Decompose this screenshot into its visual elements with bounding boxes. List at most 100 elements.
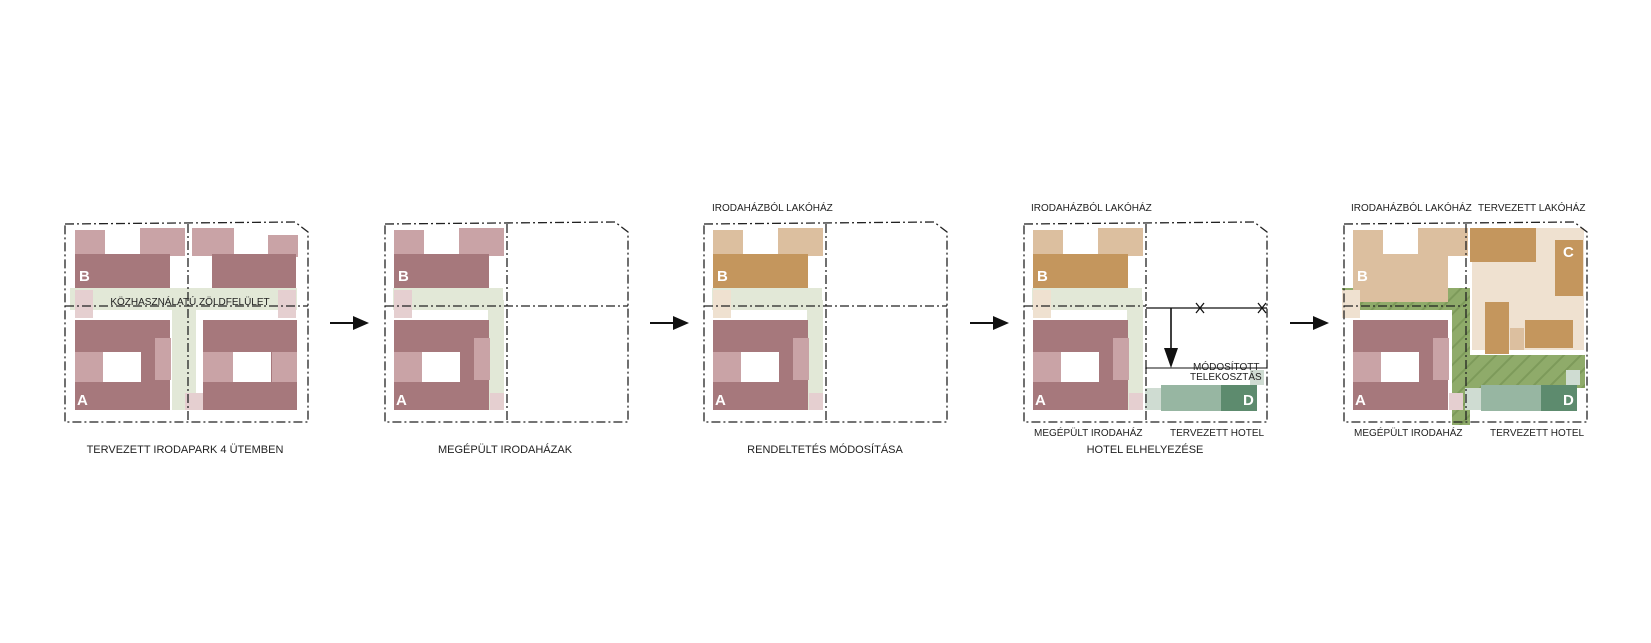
building-pale <box>278 290 296 318</box>
building-light <box>474 338 490 380</box>
building-light <box>394 352 422 382</box>
hotel-d <box>1221 385 1257 411</box>
building-letter-b: B <box>717 268 728 285</box>
step-arrow <box>330 316 369 330</box>
building-light <box>75 230 105 256</box>
hotel-pale <box>1566 370 1580 385</box>
x-mark <box>1195 302 1267 314</box>
building-letter-d: D <box>1563 392 1574 409</box>
site-boundary <box>703 221 948 423</box>
residential-light <box>1033 230 1063 256</box>
building-letter-a: A <box>1355 392 1366 409</box>
panel-caption: MEGÉPÜLT IRODAHÁZAK <box>438 443 573 456</box>
residential-c <box>1470 228 1536 262</box>
green-space-horizontal <box>393 288 503 310</box>
residential-light <box>1418 228 1468 256</box>
bottom-label-right: TERVEZETT HOTEL <box>1490 428 1585 439</box>
green-space-horizontal <box>70 288 297 310</box>
building-pale <box>394 290 412 318</box>
green-space-vertical <box>172 300 196 410</box>
building-light <box>459 228 504 256</box>
residential-pale <box>1342 290 1360 318</box>
hotel-light <box>1481 385 1541 411</box>
modified-plot-boundary <box>1145 367 1267 372</box>
site-boundary <box>64 221 309 423</box>
building-light <box>272 352 297 382</box>
panel-4: IRODAHÁZBÓL LAKÓHÁZ MÓDOSÍTOTT TELEKOSZT… <box>1023 201 1268 456</box>
courtyard <box>233 352 271 382</box>
bottom-label-left: MEGÉPÜLT IRODAHÁZ <box>1354 426 1463 439</box>
residential-b <box>1353 254 1448 302</box>
green-space-vertical <box>807 300 823 410</box>
green-space-label: KÖZHASZNÁLATÚ ZÖLDFELÜLET <box>110 295 269 308</box>
building-light <box>1433 338 1449 380</box>
building-pale <box>185 393 203 410</box>
top-label: IRODAHÁZBÓL LAKÓHÁZ <box>1031 201 1152 214</box>
building-light <box>192 228 234 256</box>
residential-light <box>1353 230 1383 256</box>
building-pale <box>490 393 504 410</box>
building-letter-b: B <box>1037 268 1048 285</box>
hotel-pale <box>1145 388 1161 410</box>
hotel-pale <box>1250 370 1264 385</box>
courtyard <box>1381 352 1419 382</box>
panel-1: KÖZHASZNÁLATÚ ZÖLDFELÜLET B A TERVEZETT … <box>64 221 309 456</box>
step-arrow <box>970 316 1009 330</box>
building-light <box>155 338 171 380</box>
hotel-pale <box>1465 388 1481 410</box>
building-light <box>394 230 424 256</box>
building-light <box>140 228 185 256</box>
building-letter-d: D <box>1243 392 1254 409</box>
step-arrow <box>650 316 689 330</box>
site-boundary <box>1343 221 1588 423</box>
courtyard <box>1061 352 1099 382</box>
top-label-left: IRODAHÁZBÓL LAKÓHÁZ <box>1351 201 1472 214</box>
courtyard <box>103 352 141 382</box>
residential-light <box>1098 228 1143 256</box>
building-light <box>793 338 809 380</box>
panel-5: IRODAHÁZBÓL LAKÓHÁZ TERVEZETT LAKÓHÁZ B … <box>1342 201 1588 439</box>
park-hatched <box>1452 355 1585 388</box>
residential-c <box>1555 240 1583 296</box>
top-label-right: TERVEZETT LAKÓHÁZ <box>1478 201 1585 214</box>
building-letter-b: B <box>79 268 90 285</box>
residential-light <box>1510 328 1524 350</box>
building-light <box>713 352 741 382</box>
residential-pale <box>713 290 731 318</box>
building-letter-a: A <box>715 392 726 409</box>
hotel-light <box>1161 385 1221 411</box>
residential-light <box>778 228 823 256</box>
hotel-d <box>1541 385 1577 411</box>
residential-pale <box>1033 290 1051 318</box>
building-b-2 <box>212 254 296 288</box>
step-arrow <box>1290 316 1329 330</box>
panel-caption: HOTEL ELHELYEZÉSE <box>1087 443 1204 456</box>
panel-caption: RENDELTETÉS MÓDOSÍTÁSA <box>747 443 903 456</box>
building-letter-a: A <box>1035 392 1046 409</box>
panel-caption: TERVEZETT IRODAPARK 4 ÜTEMBEN <box>87 444 284 456</box>
bottom-label-left: MEGÉPÜLT IRODAHÁZ <box>1034 426 1143 439</box>
building-light <box>268 235 298 257</box>
annotation-line-2: TELEKOSZTÁS <box>1190 370 1262 383</box>
annotation-line-1: MÓDOSÍTOTT <box>1193 360 1259 373</box>
courtyard <box>422 352 460 382</box>
building-light <box>75 352 103 382</box>
building-light <box>1353 352 1381 382</box>
site-boundary <box>1023 221 1268 423</box>
panel-3: IRODAHÁZBÓL LAKÓHÁZ B A RENDELTETÉS MÓDO… <box>703 201 948 456</box>
building-pale <box>75 290 93 318</box>
courtyard <box>741 352 779 382</box>
building-b <box>75 254 170 288</box>
building-pale <box>1449 393 1463 410</box>
residential-c <box>1525 320 1573 348</box>
residential-b <box>1033 254 1128 288</box>
building-pale <box>1129 393 1143 410</box>
building-light <box>1033 352 1061 382</box>
green-space-horizontal <box>712 288 822 310</box>
residential-light <box>713 230 743 256</box>
relocation-arrow <box>1164 308 1178 368</box>
building-light <box>1113 338 1129 380</box>
building-letter-a: A <box>396 392 407 409</box>
residential-b <box>713 254 808 288</box>
